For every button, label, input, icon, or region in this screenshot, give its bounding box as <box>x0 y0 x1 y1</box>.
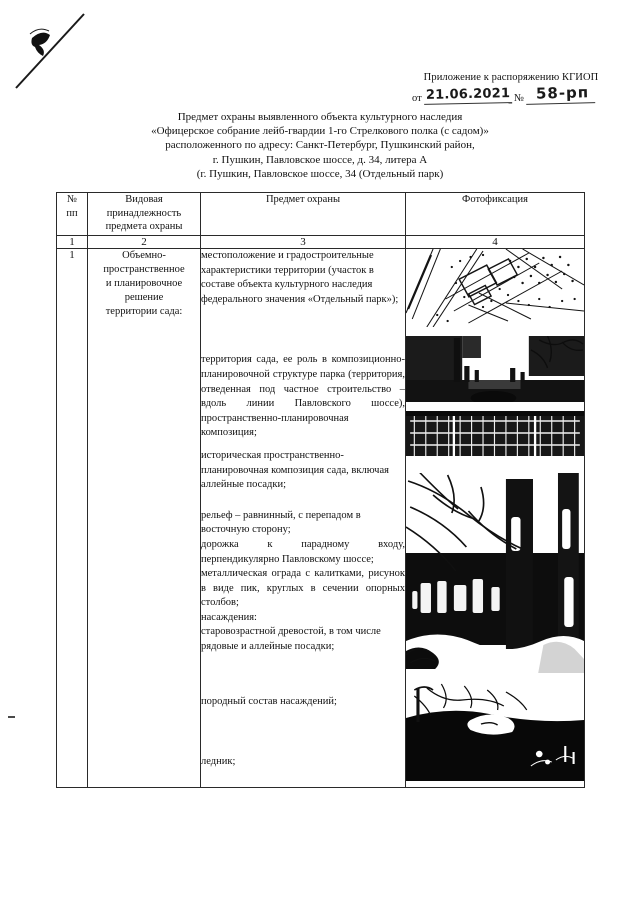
subject-paragraph-8: старовозрастной древостой, в том числе р… <box>201 626 381 653</box>
protection-subject-table-wrap: № пп Видовая принадлежность предмета охр… <box>56 192 585 788</box>
protection-subject-table: № пп Видовая принадлежность предмета охр… <box>56 192 585 788</box>
pen-stroke-mark <box>15 13 85 89</box>
column-number-3: 3 <box>200 235 406 249</box>
ice-house-photo-image <box>406 682 584 787</box>
header-kind-line3: предмета охраны <box>105 221 183 232</box>
kind-line-1: Объемно- <box>122 250 166 261</box>
subject-paragraph-4: рельеф – равнинный, с перепадом в восточ… <box>201 509 361 536</box>
column-number-2: 2 <box>87 235 201 249</box>
header-cell-photo: Фотофиксация <box>405 192 585 236</box>
kind-line-5: территории сада: <box>105 306 183 317</box>
approval-line2: от 21.06.2021 № 58-рп <box>398 83 624 105</box>
spacer-3 <box>201 493 405 509</box>
row-number: 1 <box>56 248 88 788</box>
subject-paragraph-3: историческая пространственно-планировочн… <box>201 449 389 491</box>
header-number-line2: пп <box>66 207 78 219</box>
title-line-1: Предмет охраны выявленного объекта культ… <box>177 111 463 123</box>
table-header-row: № пп Видовая принадлежность предмета охр… <box>56 192 585 236</box>
header-kind-line1: Видовая <box>125 194 163 205</box>
winter-trees-building-photo-image <box>406 465 584 673</box>
title-line-2: «Офицерское собрание лейб-гвардии 1-го С… <box>151 125 489 138</box>
spacer-4 <box>201 655 405 695</box>
subject-paragraph-1: местоположение и градостроительные харак… <box>201 250 399 305</box>
column-number-4: 4 <box>405 235 585 249</box>
subject-paragraph-5: дорожка к парадному входу, перпендикуляр… <box>201 538 405 565</box>
subject-paragraph-10: ледник; <box>201 756 236 768</box>
header-cell-subject: Предмет охраны <box>200 192 406 236</box>
title-line-5: (г. Пушкин, Павловское шоссе, 34 (Отдель… <box>196 167 444 180</box>
subject-paragraph-7: насаждения: <box>201 611 257 623</box>
subject-paragraph-6: металлическая ограда с калитками, рисуно… <box>201 568 405 609</box>
column-number-1: 1 <box>56 235 88 249</box>
approval-date-handwritten: 21.06.2021 <box>423 86 513 105</box>
approval-from-label: от <box>412 92 422 104</box>
header-number-line1: № <box>66 194 78 205</box>
header-cell-number: № пп <box>56 192 88 236</box>
spacer-1 <box>201 307 405 353</box>
spacer-2 <box>201 441 405 449</box>
title-line-4: г. Пушкин, Павловское шоссе, д. 34, лите… <box>212 153 428 166</box>
site-plan-map-image <box>406 249 584 327</box>
kind-line-2: пространственное <box>103 264 185 275</box>
metal-fence-photo-image <box>406 411 584 456</box>
subject-paragraph-2: территория сада, ее роль в композиционно… <box>201 354 405 439</box>
approval-line1: Приложение к распоряжению КГИОП <box>423 72 599 83</box>
subject-paragraph-9: породный состав насаждений; <box>201 695 337 707</box>
table-row: 1 Объемно- пространственное и планировоч… <box>56 248 585 788</box>
garden-alley-photo-image <box>406 336 584 402</box>
approval-block: Приложение к распоряжению КГИОП от 21.06… <box>398 72 624 105</box>
row-subject-cell: местоположение и градостроительные харак… <box>200 248 406 788</box>
document-title: Предмет охраны выявленного объекта культ… <box>60 110 580 181</box>
approval-number-handwritten: 58-рп <box>525 83 596 105</box>
kind-line-4: решение <box>124 292 164 303</box>
header-kind-line2: принадлежность <box>106 207 182 219</box>
title-line-3: расположенного по адресу: Санкт-Петербур… <box>165 139 475 152</box>
row-kind-cell: Объемно- пространственное и планировочно… <box>87 248 201 788</box>
kind-line-3: и планировочное <box>105 278 183 289</box>
spacer-5 <box>201 709 405 755</box>
table-column-number-row: 1 2 3 4 <box>56 235 585 249</box>
row-photo-cell <box>405 248 585 788</box>
approval-number-label: № <box>513 92 524 104</box>
header-cell-kind: Видовая принадлежность предмета охраны <box>87 192 201 236</box>
margin-tick-mark <box>8 716 15 718</box>
